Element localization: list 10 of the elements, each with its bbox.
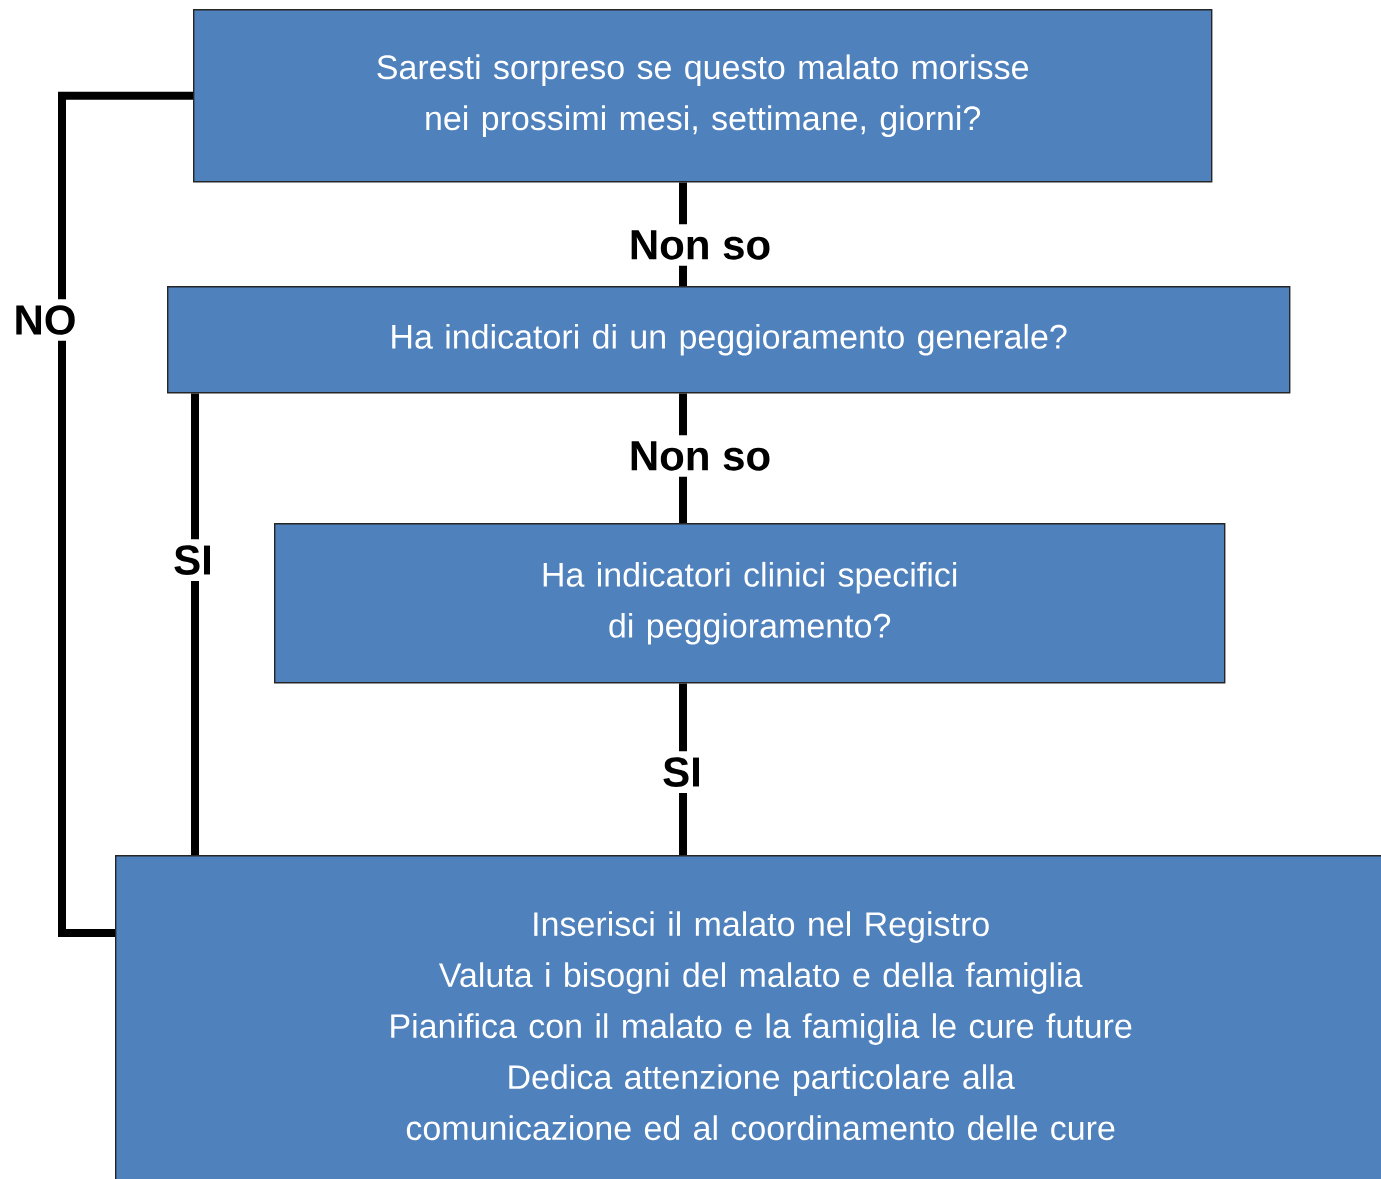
connector-line bbox=[58, 91, 193, 937]
edge-label: NO bbox=[7, 299, 83, 341]
edge-label: Non so bbox=[622, 435, 778, 477]
question-box: Inserisci il malato nel Registro Valuta i bisogni del malato e della famiglia Pianifica con il malato e la famiglia le cure future Dedica attenzione particolare alla comunicazione ed al coordinamento delle cure bbox=[115, 855, 1381, 1179]
edge-label: SI bbox=[167, 539, 219, 581]
question-box: Ha indicatori clinici specifici di peggioramento? bbox=[274, 523, 1226, 684]
edge-label: Non so bbox=[622, 224, 778, 266]
question-box: Ha indicatori di un peggioramento generale? bbox=[167, 286, 1291, 394]
question-box: Saresti sorpreso se questo malato morisse nei prossimi mesi, settimane, giorni? bbox=[193, 9, 1213, 183]
edge-label: SI bbox=[656, 751, 708, 793]
